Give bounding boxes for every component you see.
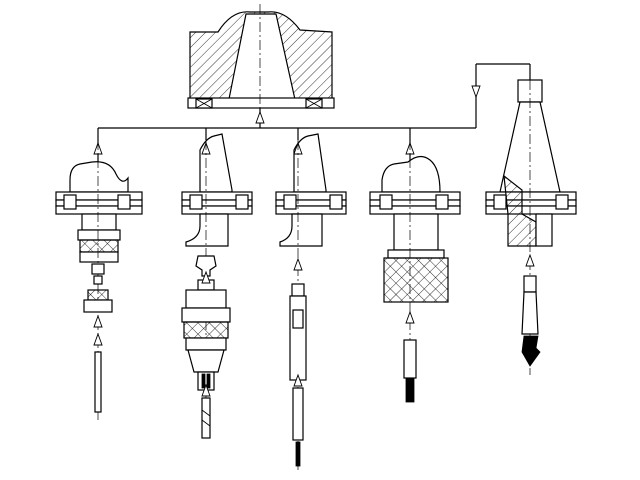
connection-lines (97, 63, 531, 172)
keyless-drill-chuck-holder (369, 140, 461, 405)
arrow-down-icon (471, 85, 481, 99)
sleeve-adapter-holder (275, 133, 347, 470)
drill-chuck-holder-adapter (181, 133, 253, 440)
collet-chuck-tool-holder (55, 140, 143, 420)
arrow-up-icon (255, 110, 265, 124)
spindle-socket (187, 4, 335, 128)
taper-shank-tool-holder (485, 79, 577, 375)
